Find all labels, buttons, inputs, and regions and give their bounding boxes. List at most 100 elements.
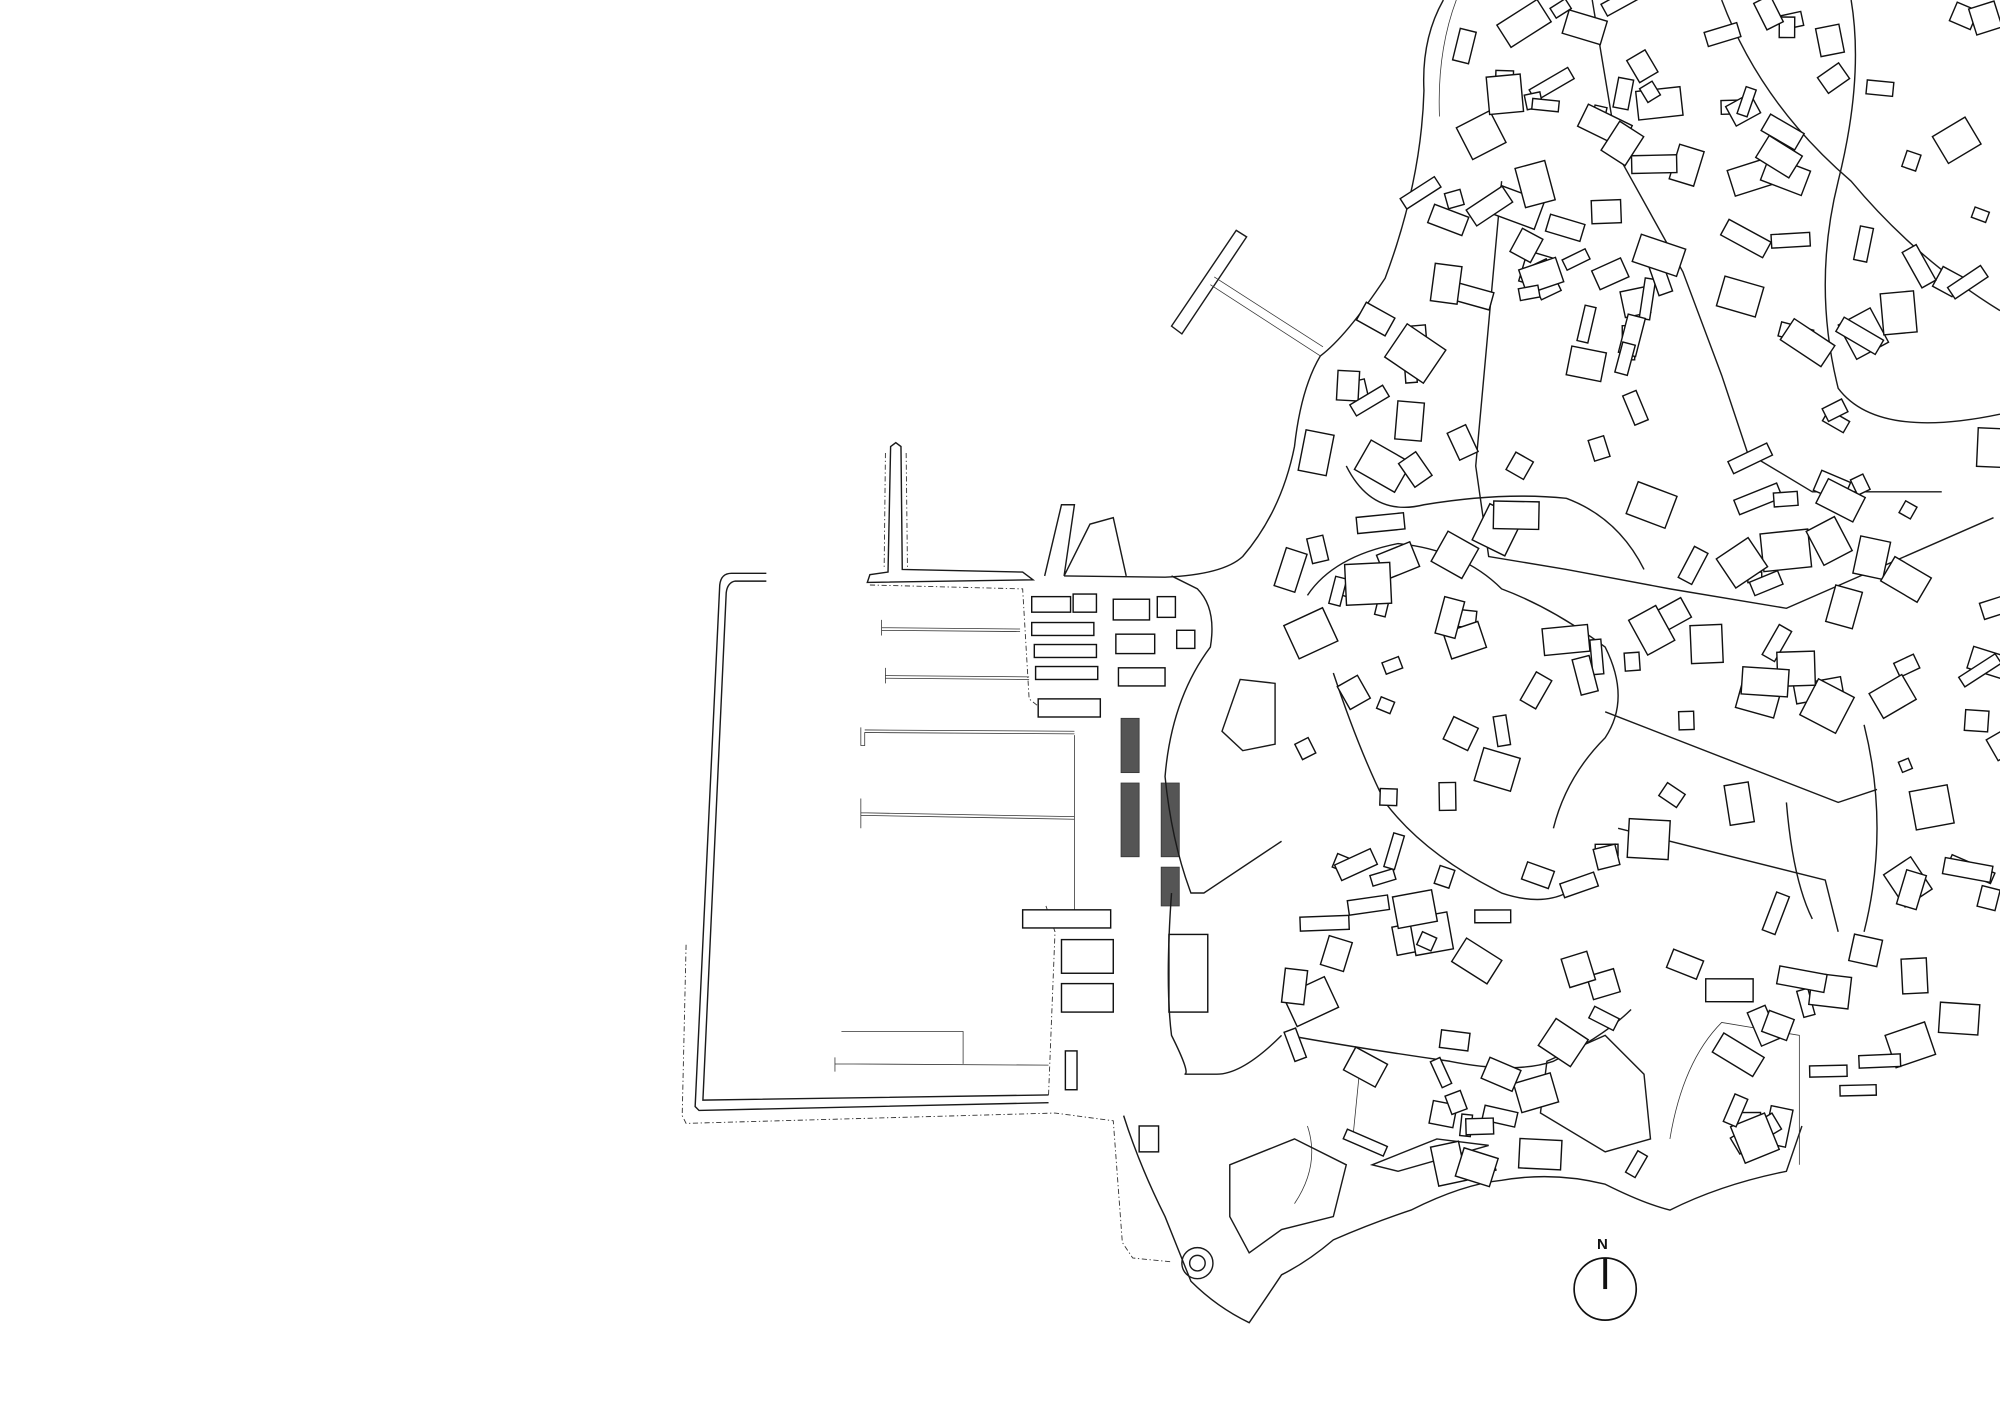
building-footprint (1814, 477, 1867, 523)
building-footprint (1748, 569, 1784, 597)
building-footprint (1382, 832, 1406, 871)
building-footprint (1454, 1146, 1500, 1188)
building-footprint (1665, 948, 1705, 981)
building-footprint (1897, 757, 1914, 774)
building-footprint (1946, 264, 1990, 300)
building-footprint (1849, 473, 1872, 497)
building-footprint (1677, 545, 1709, 586)
building-footprint (1549, 0, 1573, 20)
building-footprint (1798, 677, 1856, 735)
building-footprint (1879, 290, 1918, 336)
highlighted-building (1160, 866, 1180, 907)
building-footprint (1754, 134, 1804, 179)
building-footprint (1816, 61, 1851, 95)
building-footprint (1381, 655, 1404, 676)
building-footprint (1865, 79, 1895, 98)
building-footprint (1732, 482, 1784, 516)
building-footprint (1711, 1032, 1766, 1078)
building-footprint (1474, 909, 1512, 924)
building-footprint (1814, 23, 1846, 58)
north-arrow-icon (1573, 1257, 1638, 1321)
building-footprint (1355, 511, 1406, 535)
building-footprint (1613, 341, 1637, 377)
building-footprint (1638, 277, 1657, 321)
building-footprint (1970, 206, 1991, 224)
building-footprint (1976, 884, 2000, 912)
harbour-buildings (1021, 504, 1209, 1153)
building-footprint (1759, 528, 1813, 573)
building-footprint (1433, 864, 1456, 890)
north-pier (866, 441, 1043, 710)
building-footprint (1505, 451, 1535, 481)
building-footprint (1625, 480, 1678, 530)
building-footprint (1627, 604, 1676, 657)
building-footprint (1852, 225, 1875, 263)
building-footprint (1592, 843, 1621, 871)
building-footprint (1772, 490, 1799, 508)
building-footprint (1677, 710, 1695, 731)
building-footprint (1438, 1029, 1471, 1052)
building-footprint (1509, 227, 1544, 264)
building-footprint (1761, 891, 1791, 936)
building-footprint (1517, 1137, 1563, 1171)
building-footprint (1808, 1064, 1848, 1078)
building-footprint (1383, 322, 1447, 385)
town-buildings (1273, 0, 2000, 1188)
highlighted-building (1120, 782, 1140, 858)
building-footprint (1335, 369, 1361, 402)
building-footprint (1415, 930, 1438, 952)
building-footprint (1941, 856, 1994, 884)
building-footprint (1824, 584, 1864, 630)
building-footprint (1530, 97, 1561, 113)
building-footprint (1957, 652, 2000, 688)
building-footprint (1689, 623, 1724, 665)
building-footprint (1752, 0, 1785, 31)
building-footprint (1624, 1149, 1649, 1179)
building-footprint (1517, 284, 1541, 302)
building-footprint (1375, 695, 1396, 715)
breakwater (681, 572, 1172, 1263)
building-footprint (1485, 73, 1525, 116)
building-footprint (1305, 534, 1330, 565)
building-footprint (1299, 914, 1350, 932)
building-footprint (1868, 673, 1918, 720)
building-footprint (1541, 623, 1591, 657)
building-footprint (1464, 1117, 1495, 1136)
building-footprint (1908, 783, 1955, 831)
building-footprint (1492, 714, 1512, 748)
building-footprint (1353, 439, 1413, 494)
building-footprint (1283, 1027, 1308, 1063)
building-footprint (1434, 595, 1466, 640)
building-footprint (1898, 499, 1918, 520)
building-footprint (1280, 967, 1309, 1006)
building-footprint (1736, 85, 1758, 118)
building-footprint (1963, 708, 1990, 733)
building-footprint (1342, 1128, 1389, 1157)
building-footprint (1561, 247, 1591, 272)
building-footprint (1900, 957, 1929, 995)
building-footprint (1426, 203, 1470, 237)
building-footprint (1975, 426, 2000, 469)
building-footprint (1985, 717, 2000, 762)
highlighted-building (1120, 717, 1140, 774)
building-footprint (1630, 154, 1678, 175)
building-footprint (1805, 515, 1854, 567)
building-footprint (1821, 398, 1849, 423)
building-footprint (1715, 275, 1765, 318)
building-footprint (1587, 434, 1611, 463)
building-footprint (1520, 860, 1556, 890)
building-footprint (1565, 345, 1608, 383)
building-footprint (1576, 304, 1597, 344)
building-footprint (1560, 950, 1597, 989)
building-footprint (1931, 116, 1983, 165)
building-footprint (1775, 965, 1828, 994)
building-footprint (1473, 746, 1522, 793)
building-footprint (1587, 1005, 1621, 1032)
building-footprint (1726, 442, 1774, 475)
building-footprint (1858, 1053, 1902, 1069)
building-footprint (1779, 317, 1836, 368)
building-footprint (1852, 535, 1892, 581)
building-footprint (1537, 1017, 1590, 1068)
building-footprint (1600, 120, 1645, 167)
